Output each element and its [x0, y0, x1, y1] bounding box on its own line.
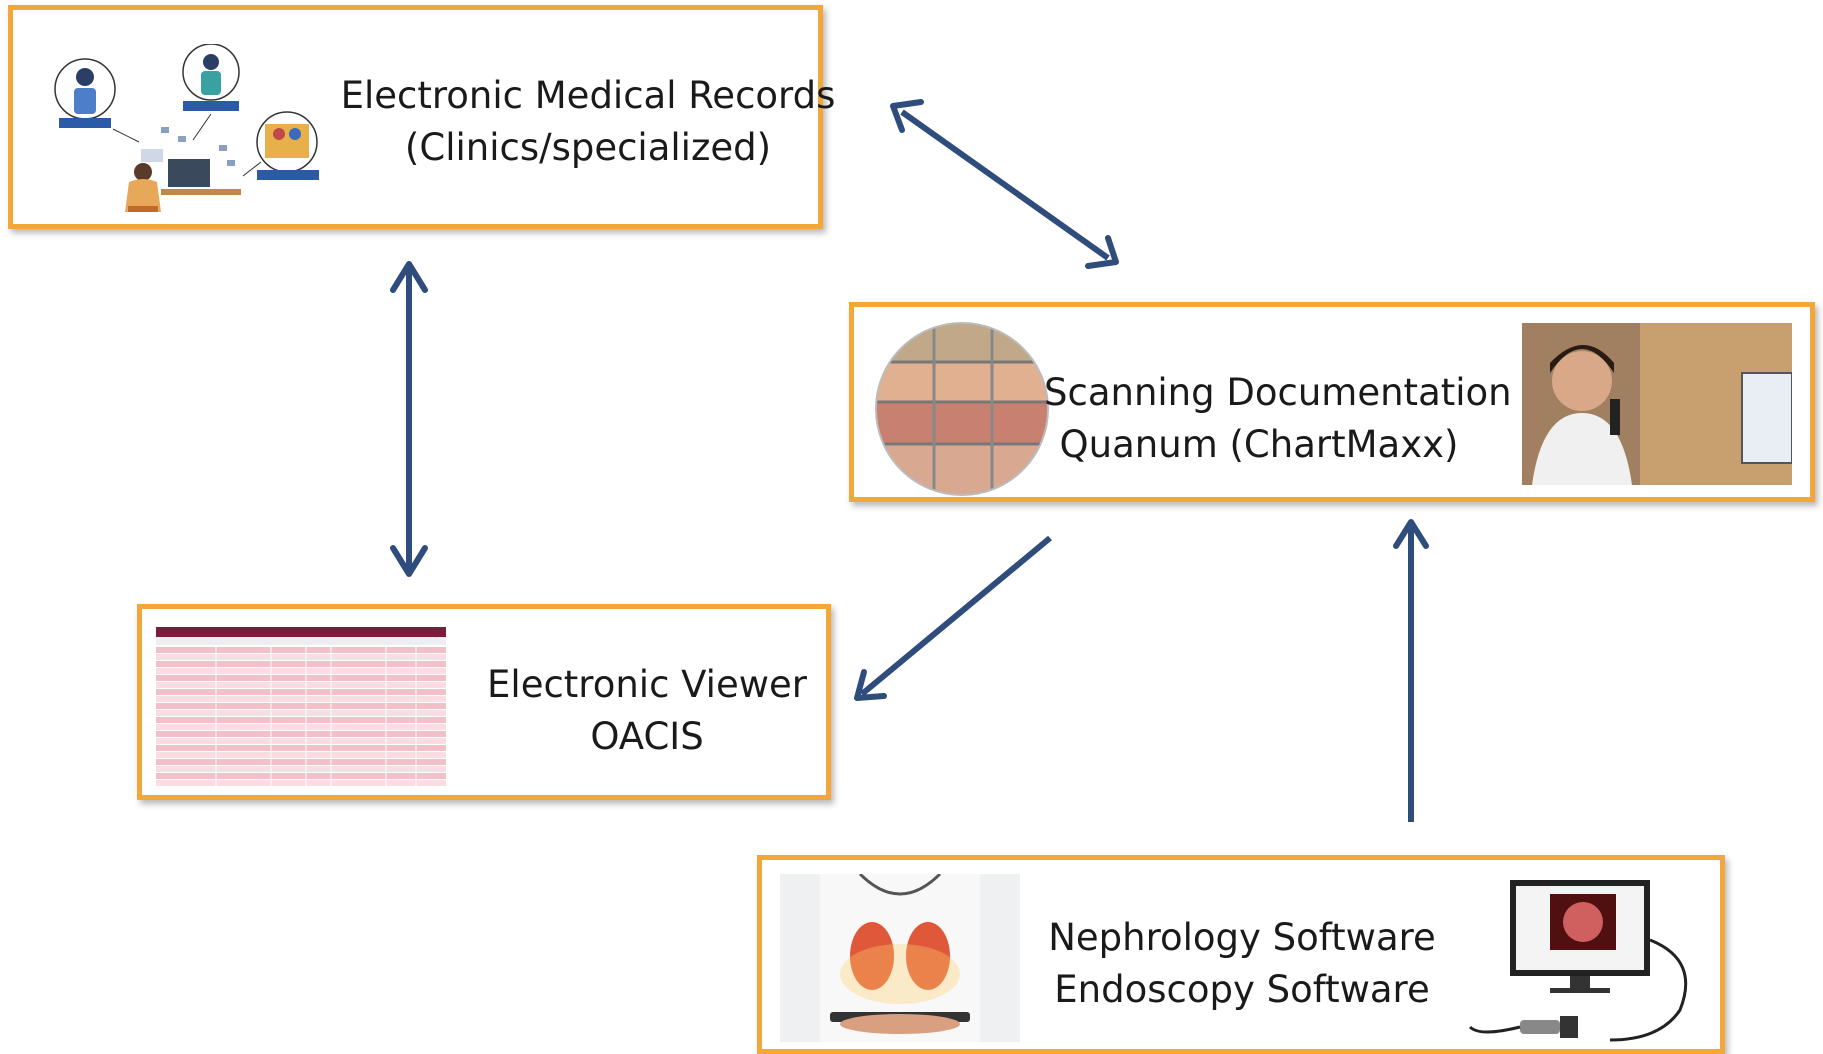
node-emr-line1: Electronic Medical Records [340, 74, 836, 117]
node-scanning-line1: Scanning Documentation [1044, 371, 1512, 414]
node-viewer-line1: Electronic Viewer [487, 663, 807, 706]
arrow-scanning-viewer [854, 535, 1052, 701]
node-viewer-label: Electronic Viewer OACIS [472, 659, 822, 763]
node-nephro-line1: Nephrology Software [1048, 916, 1436, 959]
node-emr-line2: (Clinics/specialized) [404, 126, 772, 169]
node-nephro-label: Nephrology Software Endoscopy Software [1042, 912, 1442, 1016]
file-shelves-photo-icon [875, 322, 1049, 496]
node-scanning-label: Scanning Documentation Quanum (ChartMaxx… [1044, 367, 1512, 471]
node-scanning-line2: Quanum (ChartMaxx) [1059, 423, 1459, 466]
arrow-emr-viewer [390, 261, 428, 577]
node-scanning: Scanning Documentation Quanum (ChartMaxx… [849, 302, 1815, 502]
endoscope-monitor-photo-icon [1468, 880, 1688, 1042]
arrow-nephro-scanning [1393, 519, 1429, 822]
dictation-doctor-photo-icon [1522, 323, 1792, 485]
node-viewer-line2: OACIS [590, 715, 704, 758]
node-emr-label: Electronic Medical Records (Clinics/spec… [338, 70, 838, 174]
arrow-emr-scanning [890, 99, 1119, 269]
people-workflow-illustration-icon [54, 44, 319, 212]
node-nephro-line2: Endoscopy Software [1054, 968, 1430, 1011]
node-nephro: Nephrology Software Endoscopy Software [757, 855, 1725, 1054]
node-viewer: Electronic Viewer OACIS [137, 604, 831, 800]
kidney-tablet-photo-icon [780, 874, 1020, 1042]
patient-list-screenshot-icon [156, 627, 446, 787]
node-emr: Electronic Medical Records (Clinics/spec… [8, 5, 835, 229]
